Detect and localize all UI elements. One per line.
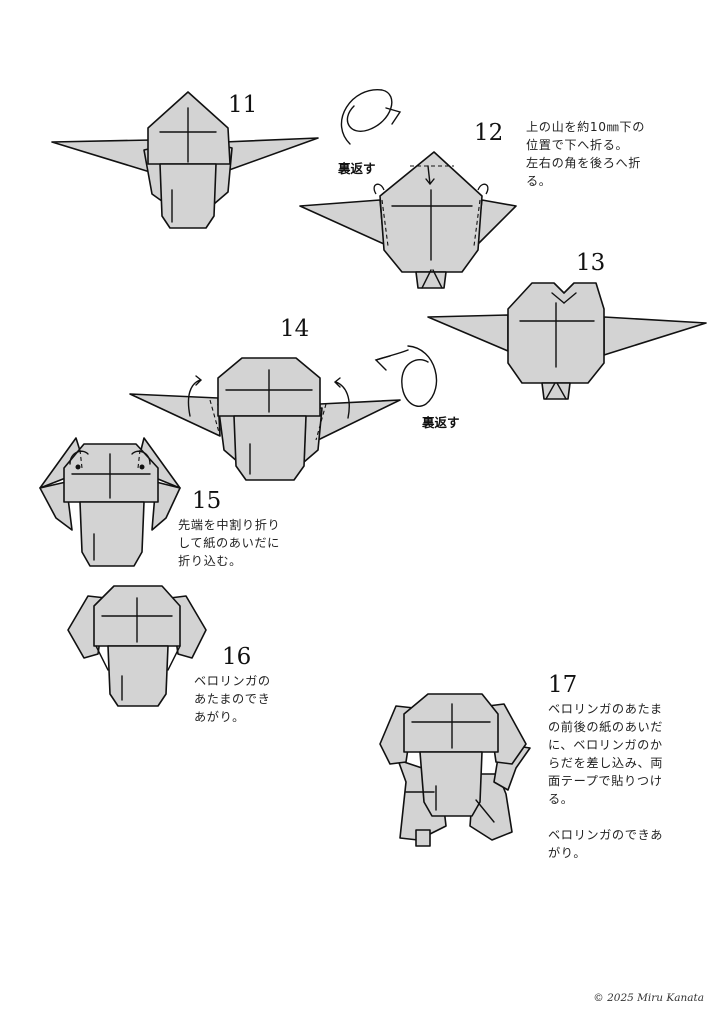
step-12-number: 12 [474,120,504,146]
step-15-number: 15 [192,488,222,514]
step-12-diagram [299,151,517,289]
step-13-diagram [427,282,707,400]
step-17-instructions: ベロリンガのあたま の前後の紙のあいだ に、ベロリンガのか らだを差し込み、両 … [548,702,664,860]
step-16-number: 16 [222,644,252,670]
step-16-instructions: ベロリンガの あたまのでき あがり。 [194,674,271,724]
flip-over-arrow-icon [374,345,438,407]
flip-label: 裏返す [338,161,376,176]
flip-label: 裏返す [422,415,460,430]
step-11-diagram [51,91,319,229]
step-13-number: 13 [576,250,606,276]
step-15-instructions: 先端を中割り折り して紙のあいだに 折り込む。 [178,518,281,568]
step-16-diagram [67,585,207,707]
step-17-number: 17 [548,672,578,698]
step-17-diagram [379,693,531,847]
step-14-number: 14 [280,316,310,342]
copyright: © 2025 Miru Kanata [593,992,704,1004]
flip-over-arrow-icon [340,89,402,145]
step-12-instructions: 上の山を約10㎜下の 位置で下へ折る。 左右の角を後ろへ折 る。 [526,120,646,188]
step-15-diagram [39,437,181,567]
step-11-number: 11 [228,92,258,118]
step-14-diagram [129,357,401,481]
